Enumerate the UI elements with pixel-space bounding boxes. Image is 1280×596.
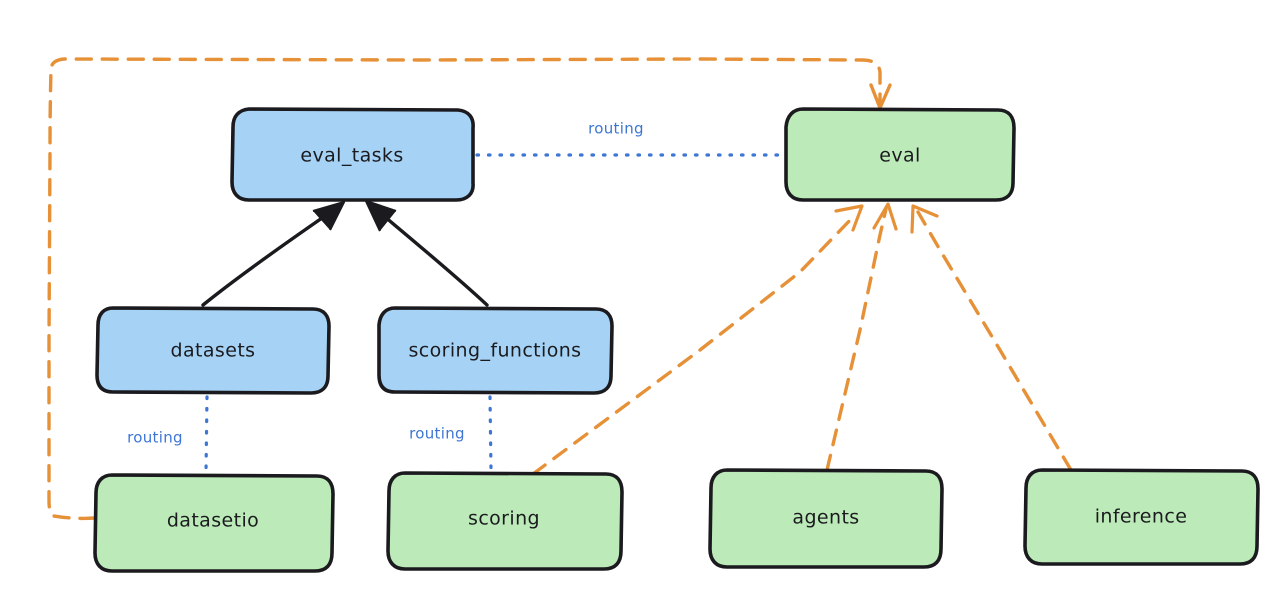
edge-datasets-eval_tasks: [201, 200, 346, 307]
node-eval-label: eval: [879, 145, 920, 167]
node-agents-shape: [708, 468, 944, 569]
node-eval_tasks[interactable]: eval_tasks: [230, 107, 475, 202]
node-scoring[interactable]: scoring: [386, 471, 624, 571]
dependency-path-scoring: [531, 213, 857, 476]
arrowhead-scoring_functions-eval_tasks: [364, 199, 397, 232]
node-eval[interactable]: eval: [784, 107, 1016, 202]
edge-scoring-eval: [531, 204, 864, 476]
edge-label-routing-scoring_functions-scoring: routing: [409, 425, 465, 443]
dependency-path-agents: [825, 207, 888, 472]
node-datasets-label: datasets: [171, 340, 256, 362]
edge-agents-eval: [825, 202, 898, 472]
node-eval_tasks-label: eval_tasks: [300, 145, 403, 167]
node-scoring-label: scoring: [468, 508, 540, 530]
node-datasetio-shape: [93, 473, 335, 573]
arrowhead-inference-eval: [910, 204, 939, 234]
arrowhead-agents-eval: [872, 202, 898, 231]
node-datasetio-label: datasetio: [167, 510, 259, 532]
inheritance-path-datasets: [201, 205, 340, 307]
edge-scoring_functions-eval_tasks: [364, 199, 489, 307]
node-scoring-shape: [386, 471, 624, 571]
arrowhead-datasets-eval_tasks: [312, 200, 346, 231]
inheritance-path-scoring-functions: [370, 204, 489, 307]
node-scoring_functions[interactable]: scoring_functions: [377, 306, 614, 395]
node-eval-shape: [784, 107, 1016, 202]
routing-path-datasets-datasetio: [204, 395, 209, 474]
node-eval_tasks-shape: [230, 107, 475, 202]
node-scoring_functions-shape: [377, 306, 614, 395]
routing-path-scoring_functions-scoring: [488, 395, 493, 472]
node-inference[interactable]: inference: [1023, 468, 1260, 566]
node-datasetio[interactable]: datasetio: [93, 473, 335, 573]
node-inference-label: inference: [1095, 506, 1188, 528]
dependency-path-inference: [916, 210, 1073, 472]
arrowhead-scoring-eval: [834, 204, 864, 232]
node-inference-shape: [1023, 468, 1260, 566]
node-agents-label: agents: [792, 507, 859, 529]
edge-label-routing-datasets-datasetio: routing: [127, 429, 183, 447]
dependency-path-datasetio: [47, 57, 882, 521]
node-scoring_functions-label: scoring_functions: [409, 340, 582, 362]
edge-label-routing-eval_tasks-eval: routing: [588, 120, 644, 138]
node-datasets-shape: [95, 306, 331, 395]
node-agents[interactable]: agents: [708, 468, 944, 569]
node-datasets[interactable]: datasets: [95, 306, 331, 395]
edge-inference-eval: [910, 204, 1073, 472]
